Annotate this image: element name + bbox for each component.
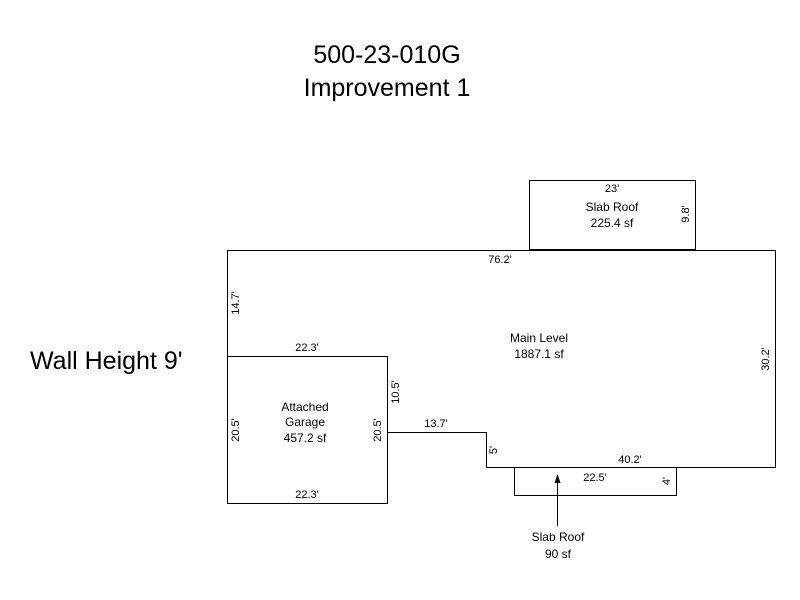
dim-slab-top-width: 23' [605, 183, 619, 195]
dim-garage-right: 20.5' [372, 418, 384, 442]
parcel-id: 500-23-010G [313, 41, 460, 69]
dim-garage-bottom: 22.3' [295, 489, 319, 501]
garage-outline [227, 356, 388, 504]
slab-roof-top-outline [529, 180, 696, 250]
slab-roof-bottom-outline [514, 467, 677, 496]
dim-garage-left: 20.5' [230, 418, 242, 442]
dim-slab-top-depth: 9.8' [680, 205, 692, 222]
slab-roof-top-name: Slab Roof [586, 200, 639, 214]
garage-name-line2: Garage [285, 415, 325, 429]
dim-main-bottom: 40.2' [618, 454, 642, 466]
improvement-title: Improvement 1 [304, 74, 471, 102]
dim-slab-bottom-depth: 4' [661, 477, 673, 485]
wall-height-label: Wall Height 9' [30, 347, 183, 375]
slab-roof-bottom-area: 90 sf [545, 547, 572, 561]
dim-slab-bottom-width: 22.5' [583, 472, 607, 484]
dim-step-horizontal: 13.7' [424, 418, 448, 430]
main-level-area: 1887.1 sf [514, 347, 564, 361]
garage-name-line1: Attached [281, 400, 328, 414]
dim-main-top: 76.2' [488, 254, 512, 266]
dim-main-left: 14.7' [230, 291, 242, 315]
main-level-name: Main Level [510, 331, 568, 345]
dim-notch-right: 10.5' [390, 380, 402, 404]
garage-area: 457.2 sf [284, 431, 327, 445]
slab-roof-bottom-arrowhead [554, 474, 561, 483]
slab-roof-bottom-name: Slab Roof [532, 530, 585, 544]
slab-roof-top-area: 225.4 sf [591, 216, 634, 230]
dim-main-right: 30.2' [760, 347, 772, 371]
dim-garage-top: 22.3' [295, 342, 319, 354]
dim-step-vertical: 5' [488, 446, 500, 454]
